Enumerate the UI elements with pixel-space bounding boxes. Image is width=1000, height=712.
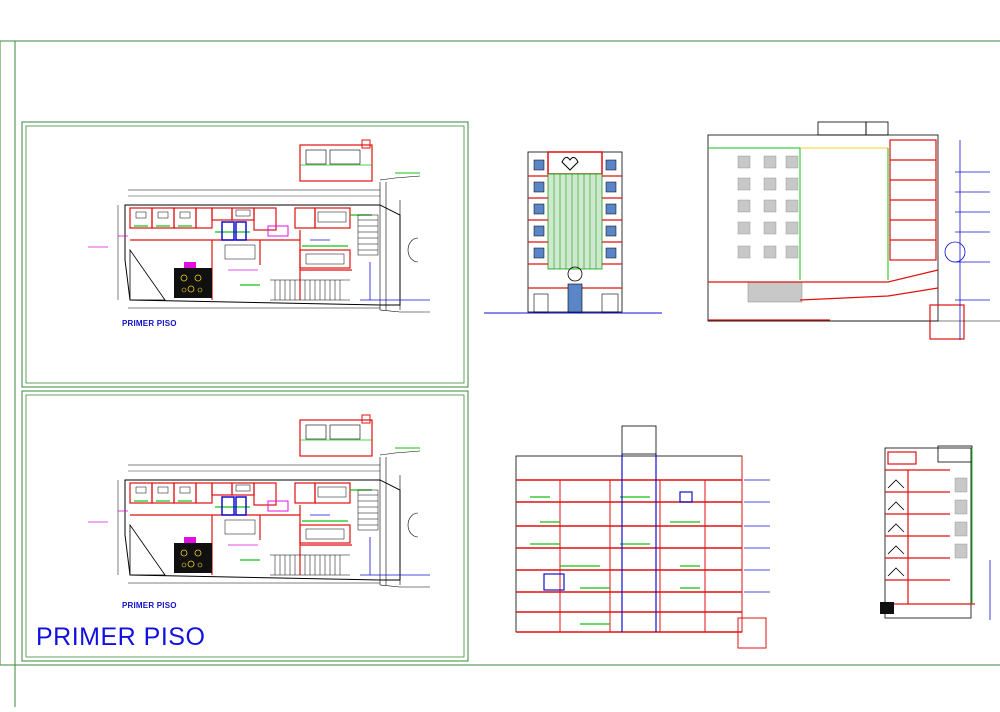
sheet-frame <box>0 40 1000 707</box>
plan-bottom-label: PRIMER PISO <box>122 601 177 610</box>
front-elevation <box>483 151 663 314</box>
floor-plan-top <box>87 139 431 313</box>
cross-section <box>880 445 991 620</box>
floor-plan-bottom <box>87 414 431 588</box>
panel-bottom-plan-frame <box>21 390 469 662</box>
side-elevation <box>707 121 1000 340</box>
sheet-title: PRIMER PISO <box>36 623 206 651</box>
longitudinal-section <box>515 425 770 649</box>
panel-top-plan-frame <box>21 121 469 388</box>
plan-top-label: PRIMER PISO <box>122 319 177 328</box>
